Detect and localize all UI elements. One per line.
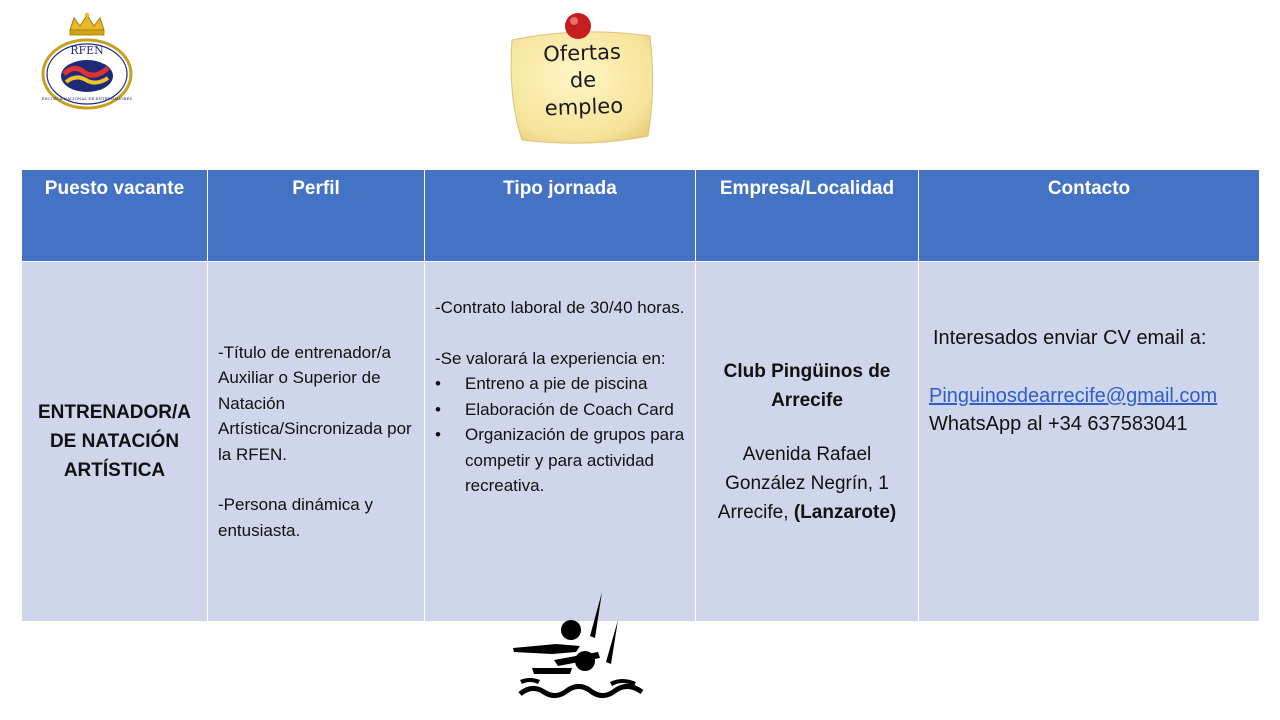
note-title: Ofertas de empleo (542, 39, 624, 121)
perfil-title: -Título de entrenador/a Auxiliar o Super… (218, 342, 412, 464)
perfil-personality: -Persona dinámica y entusiasta. (218, 495, 373, 540)
list-item: Organización de grupos para competir y p… (435, 422, 685, 499)
job-offers-table: Puesto vacante Perfil Tipo jornada Empre… (21, 169, 1260, 622)
crown-icon (69, 12, 105, 36)
cell-empresa: Club Pingüinos de Arrecife Avenida Rafae… (695, 261, 919, 622)
sticky-note (510, 13, 654, 144)
company-name: Club Pingüinos de Arrecife (723, 360, 891, 411)
header-puesto: Puesto vacante (21, 169, 208, 262)
table-header-row: Puesto vacante Perfil Tipo jornada Empre… (21, 169, 1260, 262)
contact-email-link[interactable]: Pinguinosdearrecife@gmail.com (929, 385, 1218, 407)
experience-list: Entreno a pie de piscina Elaboración de … (435, 371, 685, 499)
rfen-logo: RFEN ESCUELA NACIONAL DE ENTRENADORES (41, 12, 133, 110)
svg-text:RFEN: RFEN (70, 44, 104, 57)
header-tipo: Tipo jornada (424, 169, 696, 262)
tipo-experiencia: -Se valorará la experiencia en: (435, 348, 666, 368)
synchronized-swimmer-icon (513, 592, 644, 698)
cell-perfil: -Título de entrenador/a Auxiliar o Super… (207, 261, 425, 622)
contact-intro: Interesados enviar CV email a: (933, 327, 1207, 349)
company-address: Avenida Rafael González Negrín, 1 (725, 443, 889, 494)
tipo-contrato: -Contrato laboral de 30/40 horas. (435, 298, 685, 317)
header-perfil: Perfil (207, 169, 425, 262)
header-empresa: Empresa/Localidad (695, 169, 919, 262)
list-item: Elaboración de Coach Card (435, 397, 685, 423)
cell-contacto: Interesados enviar CV email a: Pinguinos… (918, 261, 1260, 622)
company-city: Arrecife, (Lanzarote) (717, 501, 897, 523)
header-contacto: Contacto (918, 169, 1260, 262)
push-pin-icon (565, 13, 591, 39)
cell-tipo-jornada: -Contrato laboral de 30/40 horas. -Se va… (424, 261, 696, 622)
contact-whatsapp: WhatsApp al +34 637583041 (929, 413, 1188, 435)
cell-puesto: ENTRENADOR/A DE NATACIÓN ARTÍSTICA (21, 261, 208, 622)
list-item: Entreno a pie de piscina (435, 371, 685, 397)
svg-text:ESCUELA NACIONAL DE ENTRENADOR: ESCUELA NACIONAL DE ENTRENADORES (42, 96, 133, 101)
table-row: ENTRENADOR/A DE NATACIÓN ARTÍSTICA -Títu… (21, 261, 1260, 622)
